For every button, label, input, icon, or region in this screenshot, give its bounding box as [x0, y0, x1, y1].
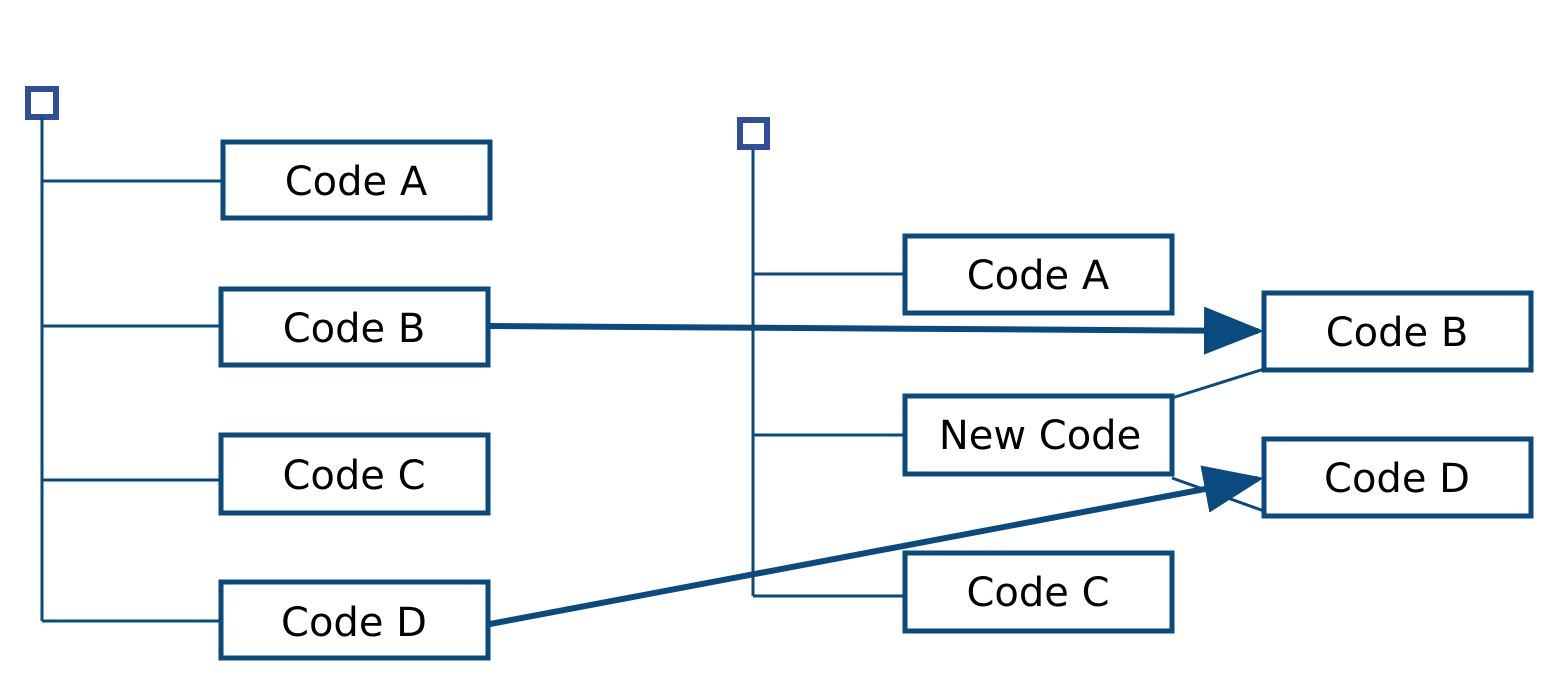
left-node-code-a[interactable]: Code A [220, 139, 493, 221]
node-box [1261, 436, 1534, 519]
node-label: Code A [967, 253, 1110, 299]
node-box [218, 432, 491, 516]
node-label: Code D [1324, 456, 1470, 502]
mapping-arrows [489, 306, 1264, 627]
left-node-code-c[interactable]: Code C [218, 432, 491, 516]
arrow-code-b-mapping [489, 306, 1264, 355]
node-label: Code C [282, 453, 425, 499]
left-node-code-d[interactable]: Code D [218, 579, 491, 661]
node-box [902, 233, 1175, 316]
node-label: Code A [285, 159, 428, 205]
node-box [902, 393, 1175, 477]
right-root-marker[interactable] [737, 117, 770, 150]
left-node-code-b[interactable]: Code B [218, 286, 491, 368]
node-box [220, 139, 493, 221]
arrow-code-d-mapping [489, 465, 1264, 627]
node-label: New Code [939, 413, 1141, 459]
node-label: Code B [1326, 310, 1469, 356]
node-label: Code D [281, 600, 427, 646]
right-node-code-b[interactable]: Code B [1261, 290, 1534, 373]
left-tree: Code A Code B Code C Code D [25, 86, 493, 661]
node-box [902, 550, 1175, 634]
new-code-to-code-b-connector [1171, 367, 1265, 400]
node-box [1261, 290, 1534, 373]
left-root-marker[interactable] [25, 86, 59, 120]
node-box [218, 579, 491, 661]
right-node-code-c[interactable]: Code C [902, 550, 1175, 634]
node-box [218, 286, 491, 368]
node-label: Code B [283, 306, 426, 352]
right-node-code-d[interactable]: Code D [1261, 436, 1534, 519]
node-label: Code C [966, 570, 1109, 616]
right-tree: Code A New Code Code C Code B Code D [737, 117, 1534, 634]
right-node-new-code[interactable]: New Code [902, 393, 1175, 477]
right-node-code-a[interactable]: Code A [902, 233, 1175, 316]
